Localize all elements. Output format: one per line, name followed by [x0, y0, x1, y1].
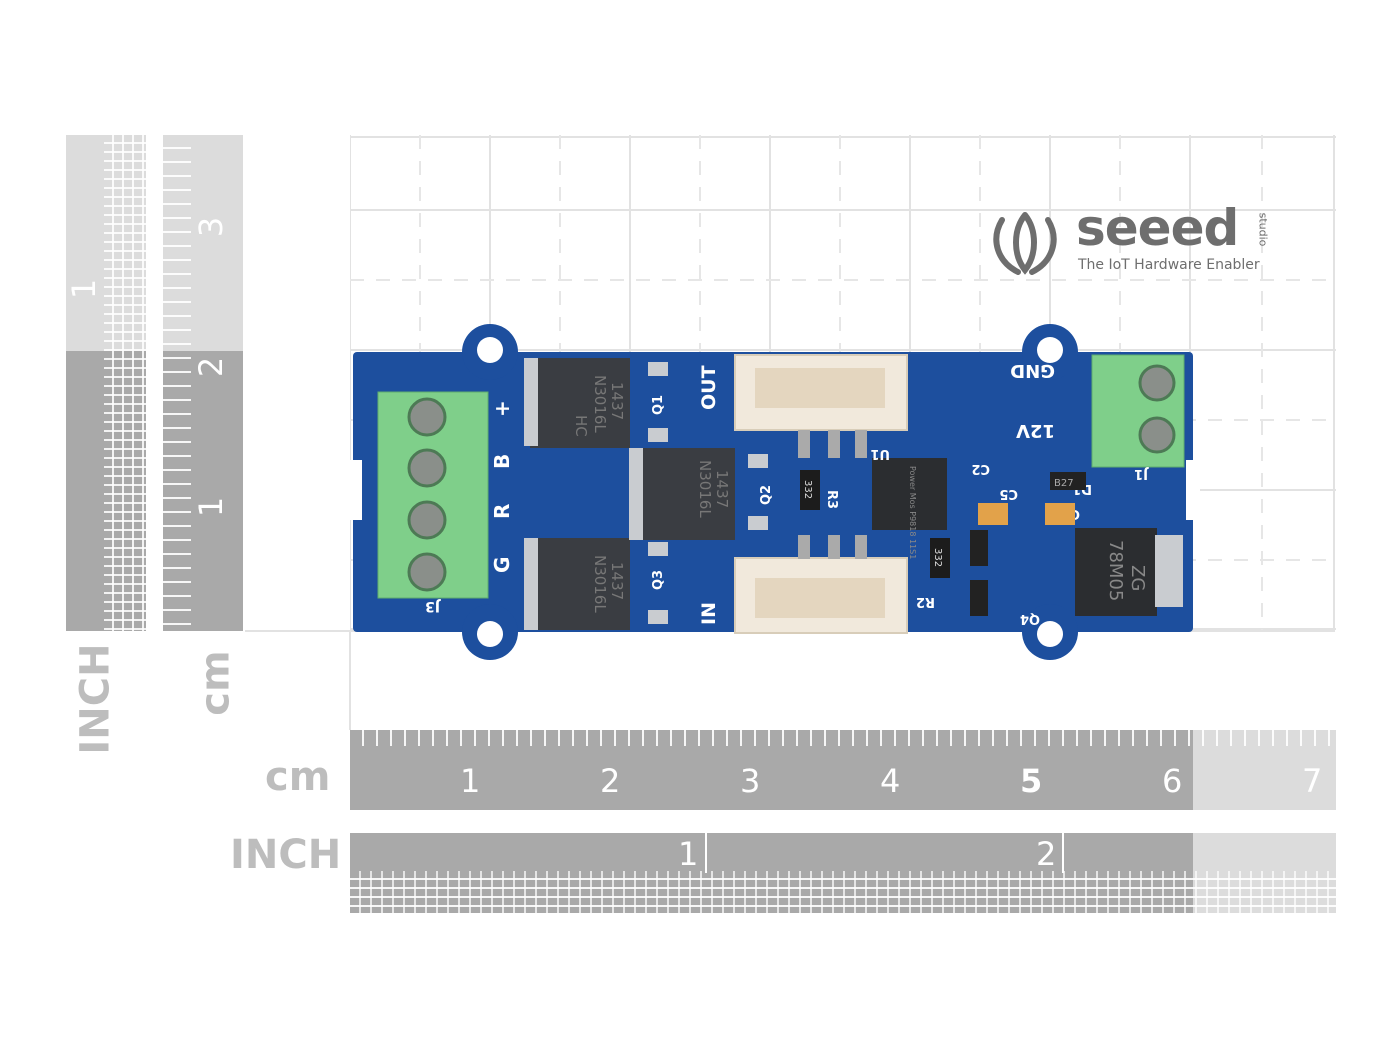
label-c2: C2: [971, 461, 990, 476]
label-j1: J1: [1134, 466, 1149, 481]
bottom-inch-ruler: 1 2: [350, 833, 1336, 913]
label-q3: Q3: [651, 570, 666, 590]
mosfet-maker: HC: [572, 415, 590, 437]
label-b: B: [490, 454, 514, 469]
inch-number: 1: [678, 835, 699, 873]
cm-number: 3: [740, 762, 761, 800]
label-j3: J3: [425, 598, 441, 614]
mosfet-q3-part: N3016L: [591, 555, 609, 613]
label-out: OUT: [698, 365, 720, 410]
pcb-board: + B R G J3 N3016L 1437 N3016L 1437 N3016…: [350, 324, 1200, 660]
label-g: G: [490, 557, 514, 573]
label-12v: 12V: [1016, 420, 1055, 441]
label-r: R: [490, 504, 514, 519]
cm-number: 7: [1302, 762, 1323, 800]
cm-number: 4: [880, 762, 901, 800]
cm-number: 2: [600, 762, 621, 800]
r3-value: 332: [802, 480, 813, 499]
bottom-cm-ruler: 1 2 3 4 5 6 7: [350, 730, 1336, 810]
label-in: IN: [698, 602, 720, 625]
left-cm-ruler: 3 2 1: [163, 135, 243, 631]
u1-marking: Power Mos P9818 11S1: [908, 466, 917, 559]
label-q1: Q1: [651, 395, 666, 415]
cm-number: 1: [460, 762, 481, 800]
left-inch-ruler: 1: [65, 135, 146, 631]
left-inch-number: 1: [65, 278, 104, 300]
label-c5: C5: [999, 486, 1018, 501]
terminal-block-j3: [377, 391, 489, 599]
left-cm-number: 2: [192, 356, 231, 378]
left-inch-label: INCH: [72, 643, 119, 755]
label-q4: Q4: [1020, 611, 1040, 626]
baseline-vertical: [349, 630, 351, 730]
bottom-inch-label: INCH: [230, 832, 342, 878]
seeed-flame-icon: [993, 212, 1057, 275]
label-plus: +: [490, 400, 514, 417]
cm-number: 6: [1162, 762, 1183, 800]
label-u1: U1: [870, 446, 890, 461]
cm-number: 5: [1020, 762, 1043, 800]
mosfet-q1-part: N3016L: [591, 375, 609, 433]
seeed-logo: seeed studio The IoT Hardware Enabler: [988, 199, 1278, 280]
label-r3: R3: [824, 490, 839, 509]
regulator-part: 78M05: [1105, 540, 1126, 601]
logo-brand: seeed: [1076, 199, 1239, 257]
left-cm-label: cm: [192, 650, 239, 716]
label-r2: R2: [916, 594, 935, 609]
logo-tagline: The IoT Hardware Enabler: [1078, 257, 1260, 273]
label-gnd: GND: [1010, 360, 1055, 381]
r2-value: 332: [932, 548, 943, 567]
mosfet-q1-date: 1437: [608, 382, 626, 420]
logo-sub: studio: [1256, 212, 1270, 247]
bottom-cm-label: cm: [265, 754, 331, 800]
inch-number: 2: [1036, 835, 1057, 873]
left-cm-number: 3: [192, 216, 231, 238]
mosfet-q2-part: N3016L: [696, 460, 714, 518]
diode-marking: B27: [1054, 478, 1074, 489]
label-q2: Q2: [759, 485, 774, 505]
mosfet-q3-date: 1437: [608, 562, 626, 600]
left-cm-number: 1: [192, 496, 231, 518]
regulator-sub: ZG: [1127, 565, 1148, 591]
mosfet-q2-date: 1437: [713, 470, 731, 508]
